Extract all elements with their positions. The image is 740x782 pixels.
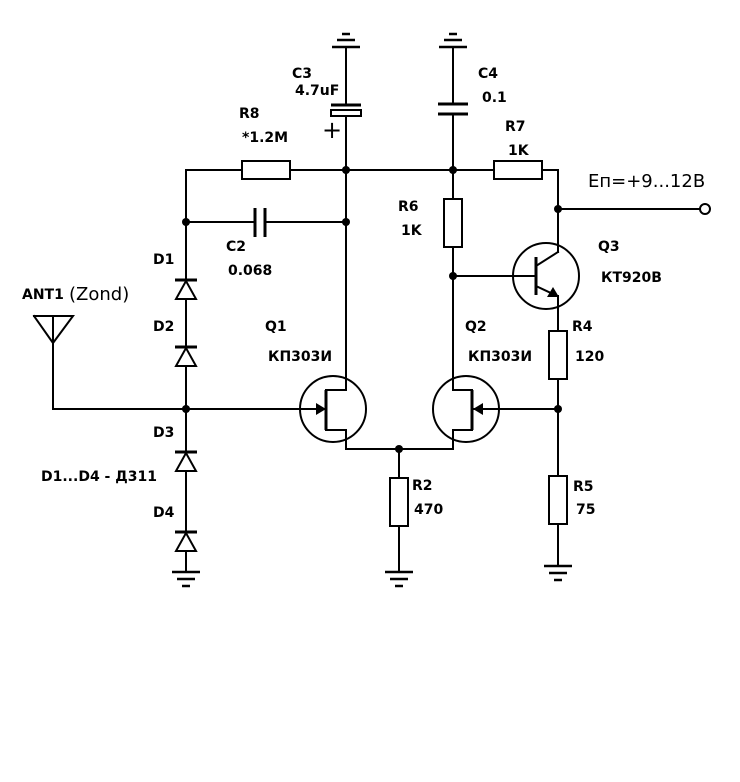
antenna-note-label: (Zond) xyxy=(69,284,129,305)
ground-symbol-r5 xyxy=(544,564,572,582)
transistor-q2 xyxy=(432,375,559,450)
d1-ref-label: D1 xyxy=(153,252,174,268)
c3-polarity-label: + xyxy=(322,116,342,144)
resistor-r2 xyxy=(389,477,409,527)
r4-ref-label: R4 xyxy=(572,319,593,335)
r4-value-label: 120 xyxy=(575,349,604,365)
diode-d2 xyxy=(174,345,198,367)
power-terminal xyxy=(699,203,711,215)
r6-ref-label: R6 xyxy=(398,199,419,215)
c3-ref-label: C3 xyxy=(292,66,312,82)
ground-symbol-left xyxy=(172,570,200,588)
r5-value-label: 75 xyxy=(576,502,595,518)
q3-part-label: КТ920В xyxy=(601,270,662,286)
antenna-ref-label: ANT1 xyxy=(22,287,64,303)
ground-symbol-r2 xyxy=(385,570,413,588)
diodes-note-label: D1...D4 - Д311 xyxy=(41,469,157,485)
q2-part-label: КП303И xyxy=(468,349,532,365)
c4-value-label: 0.1 xyxy=(482,90,507,106)
resistor-r4 xyxy=(548,330,568,380)
diode-d4 xyxy=(174,530,198,552)
resistor-r7 xyxy=(493,160,543,180)
resistor-r6 xyxy=(443,198,463,248)
r2-ref-label: R2 xyxy=(412,478,433,494)
ground-symbol-c4 xyxy=(439,32,467,49)
transistor-q1 xyxy=(299,375,367,450)
q1-part-label: КП303И xyxy=(268,349,332,365)
q3-ref-label: Q3 xyxy=(598,239,620,255)
transistor-q3 xyxy=(512,242,580,332)
c4-ref-label: C4 xyxy=(478,66,498,82)
c2-ref-label: C2 xyxy=(226,239,246,255)
r6-value-label: 1K xyxy=(401,223,423,239)
r7-value-label: 1K xyxy=(508,143,530,159)
d2-ref-label: D2 xyxy=(153,319,174,335)
r7-ref-label: R7 xyxy=(505,119,526,135)
capacitor-c4 xyxy=(438,46,468,171)
d3-ref-label: D3 xyxy=(153,425,174,441)
diode-d1 xyxy=(174,278,198,300)
r2-value-label: 470 xyxy=(414,502,443,518)
ground-symbol-c3 xyxy=(332,32,360,49)
q2-ref-label: Q2 xyxy=(465,319,487,335)
r5-ref-label: R5 xyxy=(573,479,594,495)
q1-ref-label: Q1 xyxy=(265,319,287,335)
r8-ref-label: R8 xyxy=(239,106,260,122)
r8-value-label: *1.2M xyxy=(242,130,288,146)
antenna-icon xyxy=(32,314,75,410)
capacitor-c3 xyxy=(330,46,362,171)
c3-value-label: 4.7uF xyxy=(295,83,339,99)
resistor-r5 xyxy=(548,475,568,525)
junction-dots xyxy=(182,166,562,453)
capacitor-c2 xyxy=(185,208,347,237)
c2-value-label: 0.068 xyxy=(228,263,272,279)
power-label: Eп=+9...12В xyxy=(588,171,705,192)
diode-d3 xyxy=(174,450,198,472)
resistor-r8 xyxy=(241,160,291,180)
d4-ref-label: D4 xyxy=(153,505,175,521)
